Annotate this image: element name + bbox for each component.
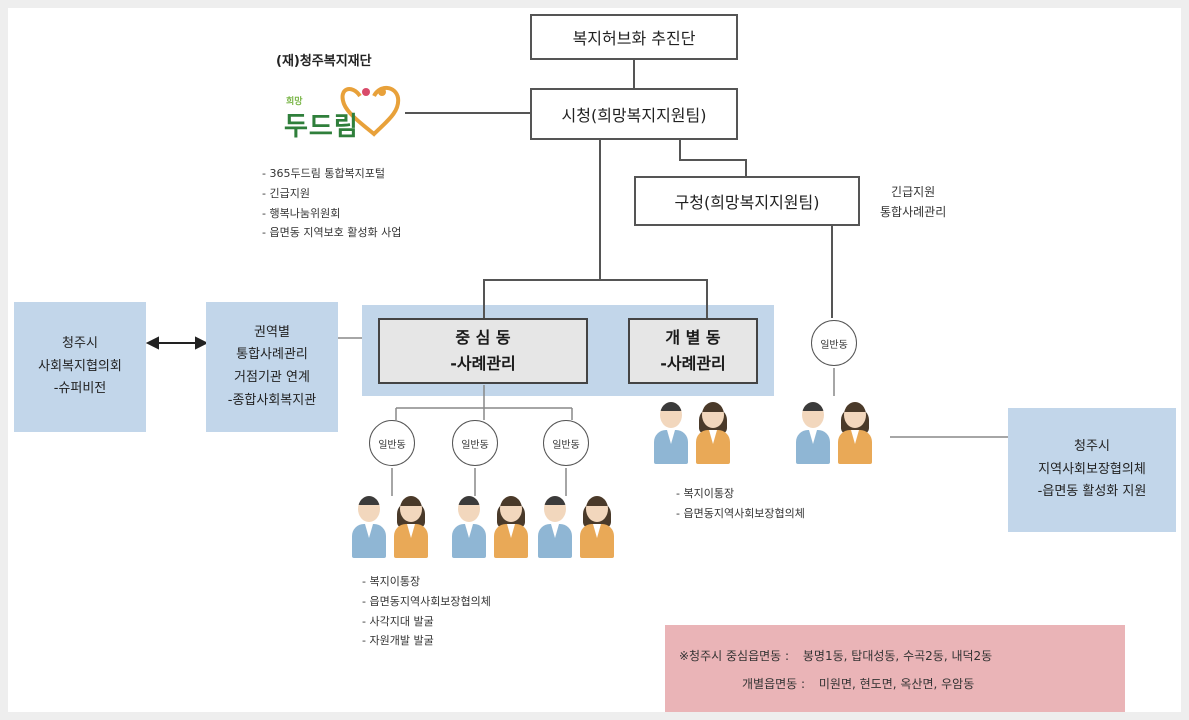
female-person-icon [578, 496, 616, 558]
general-dong-label: 일반동 [461, 439, 489, 451]
welfare-council-box: 청주시 사회복지협의회 -슈퍼비전 [14, 302, 146, 432]
legend-row-individual: 개별읍면동 : 미원면, 현도면, 옥산면, 우암동 [679, 671, 1111, 699]
linkage-line-3: 거점기관 연계 [234, 370, 310, 385]
foundation-note-1: 365두드림 통합복지포털 [262, 164, 401, 184]
city-hall-box: 시청(희망복지지원팀) [530, 88, 738, 140]
line-split-to-dongs [483, 279, 708, 318]
legend-individual-label: 개별읍면동 : [742, 676, 806, 691]
center-notes: 복지이통장 읍면동지역사회보장협의체 사각지대 발굴 자원개발 발굴 [362, 572, 491, 651]
welfare-hub-label: 복지허브화 추진단 [572, 29, 696, 48]
welfare-hub-box: 복지허브화 추진단 [530, 14, 738, 60]
people-group-individual [652, 402, 732, 464]
center-note-1: 복지이통장 [362, 572, 491, 592]
people-group-right [794, 402, 874, 464]
general-dong-circle-1: 일반동 [369, 420, 415, 466]
foundation-notes: 365두드림 통합복지포털 긴급지원 행복나눔위원회 읍면동 지역보호 활성화 … [262, 164, 401, 243]
general-dong-circle-2: 일반동 [452, 420, 498, 466]
district-note-2: 통합사례관리 [880, 205, 947, 220]
district-note-1: 긴급지원 [891, 185, 936, 199]
linkage-line-4: -종합사회복지관 [227, 392, 317, 408]
linkage-box: 권역별 통합사례관리 거점기관 연계 -종합사회복지관 [206, 302, 338, 432]
female-person-icon [836, 402, 874, 464]
individual-notes: 복지이통장 읍면동지역사회보장협의체 [676, 484, 805, 524]
line-cityhall-to-district [679, 140, 747, 176]
arrowhead-left-icon [145, 336, 159, 350]
foundation-name: (재)청주복지재단 [276, 54, 372, 69]
center-note-2: 읍면동지역사회보장협의체 [362, 592, 490, 612]
male-person-icon [794, 402, 832, 464]
female-person-icon [694, 402, 732, 464]
city-hall-label: 시청(희망복지지원팀) [561, 106, 707, 125]
general-dong-label: 일반동 [378, 439, 406, 451]
district-office-label: 구청(희망복지지원팀) [674, 193, 820, 212]
female-person-icon [392, 496, 430, 558]
center-dong-sub: -사례관리 [450, 354, 516, 373]
general-dong-label: 일반동 [820, 339, 848, 351]
district-note: 긴급지원 통합사례관리 [880, 182, 946, 223]
male-person-icon [536, 496, 574, 558]
legend-individual-values: 미원면, 현도면, 옥산면, 우암동 [818, 676, 975, 691]
arrowhead-right-icon [195, 336, 209, 350]
center-note-4: 자원개발 발굴 [362, 631, 491, 651]
male-person-icon [350, 496, 388, 558]
foundation-note-2: 긴급지원 [262, 184, 401, 204]
logo-small-text: 희망 [286, 97, 303, 107]
individual-dong-title: 개 별 동 [665, 328, 721, 348]
linkage-line-1: 권역별 [254, 324, 290, 340]
general-dong-circle-4: 일반동 [811, 320, 857, 366]
people-group-3 [536, 496, 616, 558]
security-council-line-2: 지역사회보장협의체 [1038, 461, 1146, 477]
welfare-council-line-1: 청주시 [62, 335, 98, 351]
security-council-line-3: -읍면동 활성화 지원 [1037, 484, 1147, 500]
dodream-logo: 희망 두드림 [282, 82, 406, 146]
security-council-line-1: 청주시 [1074, 438, 1110, 454]
welfare-council-line-3: -슈퍼비전 [53, 381, 107, 397]
legend-center-values: 봉명1동, 탑대성동, 수곡2동, 내덕2동 [802, 649, 993, 663]
legend-center-label: ※청주시 중심읍면동 : [679, 649, 790, 663]
foundation-note-4: 읍면동 지역보호 활성화 사업 [262, 223, 401, 243]
male-person-icon [450, 496, 488, 558]
foundation-note-3: 행복나눔위원회 [262, 204, 401, 224]
linkage-line-2: 통합사례관리 [236, 347, 308, 363]
center-note-3: 사각지대 발굴 [362, 612, 491, 632]
female-person-icon [492, 496, 530, 558]
people-group-2 [450, 496, 530, 558]
center-dong-title: 중 심 동 [455, 328, 511, 348]
district-office-box: 구청(희망복지지원팀) [634, 176, 860, 226]
legend-row-center: ※청주시 중심읍면동 : 봉명1동, 탑대성동, 수곡2동, 내덕2동 [679, 643, 1111, 671]
individual-note-2: 읍면동지역사회보장협의체 [676, 504, 804, 524]
male-person-icon [652, 402, 690, 464]
dong-legend: ※청주시 중심읍면동 : 봉명1동, 탑대성동, 수곡2동, 내덕2동 개별읍면… [665, 625, 1125, 717]
logo-text: 두드림 [284, 112, 359, 142]
general-dong-label: 일반동 [552, 439, 580, 451]
heart-logo-icon [340, 86, 401, 137]
social-security-council-box: 청주시 지역사회보장협의체 -읍면동 활성화 지원 [1008, 408, 1176, 532]
people-group-1 [350, 496, 430, 558]
center-dong-box: 중 심 동 -사례관리 [378, 318, 588, 384]
individual-dong-box: 개 별 동 -사례관리 [628, 318, 758, 384]
individual-note-1: 복지이통장 [676, 484, 805, 504]
general-dong-circle-3: 일반동 [543, 420, 589, 466]
individual-dong-sub: -사례관리 [660, 354, 726, 373]
welfare-council-line-2: 사회복지협의회 [38, 358, 122, 374]
